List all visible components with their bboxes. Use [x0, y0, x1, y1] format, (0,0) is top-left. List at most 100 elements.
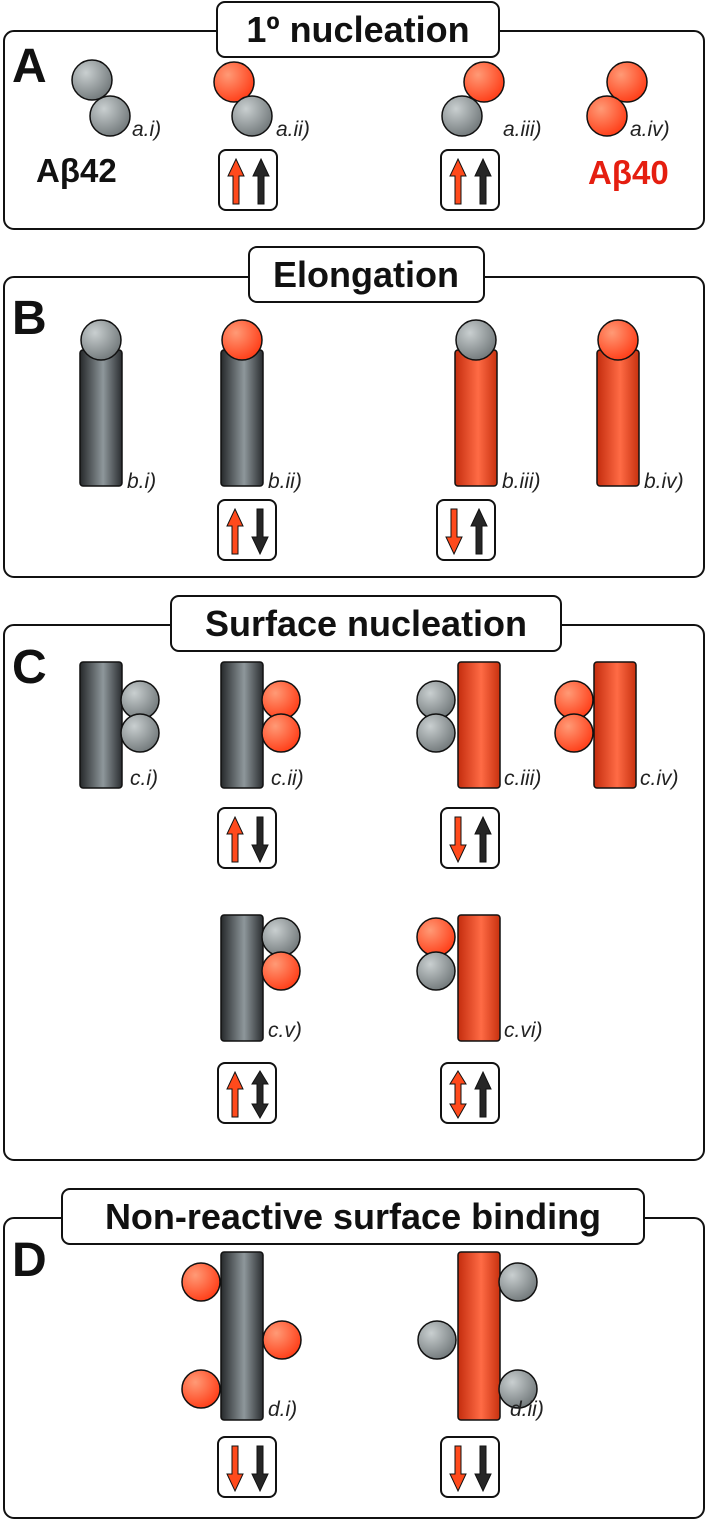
arrow-box-c-vi	[440, 1062, 500, 1124]
arrow-up-black	[470, 507, 488, 555]
arrow-up-black	[252, 157, 270, 205]
label-c-vi: c.vi)	[504, 1019, 543, 1042]
label-b-iv: b.iv)	[644, 470, 684, 493]
arrow-box-b-ii	[217, 499, 277, 561]
arrow-up-red	[226, 1070, 244, 1118]
fibril-red	[596, 349, 640, 487]
panel-d-frame	[3, 1217, 705, 1519]
dimer-a-ii	[213, 61, 273, 137]
monomer-red	[221, 319, 263, 361]
panel-b-letter: B	[12, 292, 47, 345]
arrow-up-red	[227, 157, 245, 205]
arrow-down-black	[251, 816, 269, 864]
panel-c: Surface nucleation C c.i) c.ii) c.iii)	[3, 595, 705, 1161]
arrow-box-c-iii	[440, 807, 500, 869]
arrow-box-a-ii	[218, 149, 278, 211]
monomer-grey	[120, 713, 160, 753]
monomer-red	[463, 61, 505, 103]
arrow-box-d-i	[217, 1436, 277, 1498]
arrow-up-black	[474, 815, 492, 863]
arrow-box-c-ii	[217, 807, 277, 869]
fibril-red	[457, 1251, 501, 1421]
arrow-down-red	[226, 1445, 244, 1493]
label-c-ii: c.ii)	[271, 767, 304, 790]
monomer-red	[181, 1369, 221, 1409]
label-b-iii: b.iii)	[502, 470, 541, 493]
monomer-red	[586, 95, 628, 137]
arrow-up-red	[226, 815, 244, 863]
panel-d: Non-reactive surface binding D d.i) d.ii…	[3, 1188, 705, 1519]
fibril-red	[457, 661, 501, 789]
monomer-red	[181, 1262, 221, 1302]
panel-a-letter: A	[12, 40, 47, 93]
legend-abeta40: Aβ40	[588, 154, 669, 191]
label-d-i: d.i)	[268, 1398, 297, 1421]
arrow-both-red	[449, 1070, 467, 1120]
monomer-red	[416, 917, 456, 957]
panel-c-title: Surface nucleation	[205, 603, 527, 644]
fibril-grey	[220, 661, 264, 789]
arrow-up-black	[474, 1070, 492, 1118]
fibril-grey	[220, 1251, 264, 1421]
monomer-grey	[417, 1320, 457, 1360]
fibril-red	[593, 661, 637, 789]
label-d-ii: d.ii)	[510, 1398, 544, 1421]
arrow-box-a-iii	[440, 149, 500, 211]
arrow-box-b-iii	[436, 499, 496, 561]
label-a-ii: a.ii)	[276, 118, 310, 141]
fibril-red	[457, 914, 501, 1042]
monomer-red	[213, 61, 255, 103]
arrow-box-d-ii	[440, 1436, 500, 1498]
label-c-iv: c.iv)	[640, 767, 679, 790]
monomer-grey	[261, 917, 301, 957]
panel-d-title: Non-reactive surface binding	[105, 1196, 601, 1237]
panel-b-title-box	[248, 246, 485, 303]
monomer-grey	[416, 713, 456, 753]
monomer-red	[606, 61, 648, 103]
arrow-down-black	[251, 1445, 269, 1493]
panel-c-title-box	[170, 595, 562, 652]
arrow-down-red	[449, 1445, 467, 1493]
monomer-red	[262, 1320, 302, 1360]
monomer-grey	[89, 95, 131, 137]
arrow-down-black	[474, 1445, 492, 1493]
arrow-box-c-v	[217, 1062, 277, 1124]
label-c-v: c.v)	[268, 1019, 302, 1042]
panel-a-title: 1º nucleation	[246, 9, 469, 50]
dimer-a-i	[71, 59, 131, 137]
monomer-grey	[498, 1369, 538, 1409]
arrow-down-black	[251, 508, 269, 556]
label-c-iii: c.iii)	[504, 767, 541, 790]
monomer-grey	[441, 95, 483, 137]
monomer-grey	[455, 319, 497, 361]
monomer-grey	[231, 95, 273, 137]
label-a-iv: a.iv)	[630, 118, 670, 141]
arrow-down-red	[445, 508, 463, 556]
label-c-i: c.i)	[130, 767, 158, 790]
fibril-grey	[79, 349, 123, 487]
fibril-grey	[79, 661, 123, 789]
monomer-red	[261, 713, 301, 753]
dimer-a-iii	[441, 61, 505, 137]
legend-abeta42: Aβ42	[36, 152, 117, 189]
label-b-ii: b.ii)	[268, 470, 302, 493]
fibril-grey	[220, 349, 264, 487]
panel-a: 1º nucleation A a.i) a.ii) a.iii)	[3, 1, 705, 230]
monomer-grey	[416, 951, 456, 991]
monomer-red	[597, 319, 639, 361]
dimer-a-iv	[586, 61, 648, 137]
monomer-red	[261, 951, 301, 991]
monomer-red	[554, 713, 594, 753]
arrow-up-black	[474, 157, 492, 205]
arrow-up-red	[449, 157, 467, 205]
panel-c-letter: C	[12, 641, 47, 694]
monomer-grey	[71, 59, 113, 101]
label-b-i: b.i)	[127, 470, 156, 493]
arrow-up-red	[226, 507, 244, 555]
label-a-iii: a.iii)	[503, 118, 542, 141]
panel-b-title: Elongation	[273, 254, 459, 295]
fibril-red	[454, 349, 498, 487]
arrow-down-red	[449, 816, 467, 864]
panel-a-title-box	[216, 1, 500, 58]
